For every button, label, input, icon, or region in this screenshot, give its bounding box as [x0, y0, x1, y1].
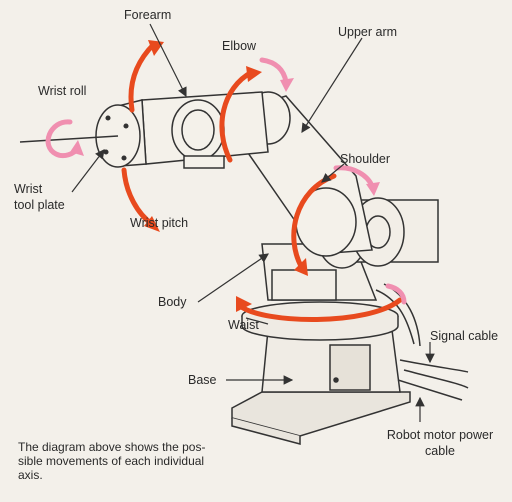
- wrist-tool-plate-leader: [71, 149, 105, 193]
- upper-arm-leader: [301, 37, 363, 134]
- wrist-roll-arrow: [45, 119, 81, 159]
- label-wrist-roll: Wrist roll: [38, 84, 87, 98]
- elbow-roll-arrow: [259, 57, 289, 85]
- pink-arrowheads: [70, 78, 380, 196]
- caption-line-3: axis.: [18, 468, 43, 482]
- waist-disk: [241, 301, 399, 341]
- wrist-pitch-up-arrow: [128, 41, 157, 113]
- caption-line-2: sible movements of each individual: [18, 454, 205, 468]
- waist-leader: [245, 317, 269, 325]
- label-base: Base: [188, 373, 217, 387]
- label-motor-cable-line1: Robot motor power: [386, 428, 494, 442]
- label-body: Body: [158, 295, 187, 309]
- elbow-arrow: [219, 69, 255, 163]
- label-wrist-tool-plate-line2: tool plate: [14, 198, 65, 212]
- waist-roll-arrow: [385, 283, 407, 305]
- base-column: [261, 329, 401, 393]
- label-wrist-tool-plate-line1: Wrist: [14, 182, 43, 196]
- body-leader: [197, 253, 269, 303]
- waist-arrow: [237, 297, 403, 322]
- label-forearm: Forearm: [124, 8, 172, 22]
- forearm-leader: [149, 23, 187, 98]
- roll-axis-line: [19, 135, 119, 143]
- wrist-tool-plate: [95, 99, 147, 168]
- label-motor-cable-line2: cable: [425, 444, 455, 458]
- forearm-segment: [141, 91, 269, 169]
- label-elbow: Elbow: [222, 39, 257, 53]
- label-waist: Waist: [228, 318, 259, 332]
- label-wrist-pitch: Wrist pitch: [130, 216, 189, 230]
- caption-line-1: The diagram above shows the pos-: [18, 440, 206, 454]
- diagram-caption: The diagram above shows the pos- sible m…: [18, 440, 268, 482]
- label-shoulder: Shoulder: [340, 152, 391, 166]
- label-upper-arm: Upper arm: [338, 25, 398, 39]
- shoulder-leader: [321, 163, 345, 183]
- leader-lines: [71, 23, 435, 422]
- label-signal-cable: Signal cable: [430, 329, 499, 343]
- base-plate: [231, 391, 411, 445]
